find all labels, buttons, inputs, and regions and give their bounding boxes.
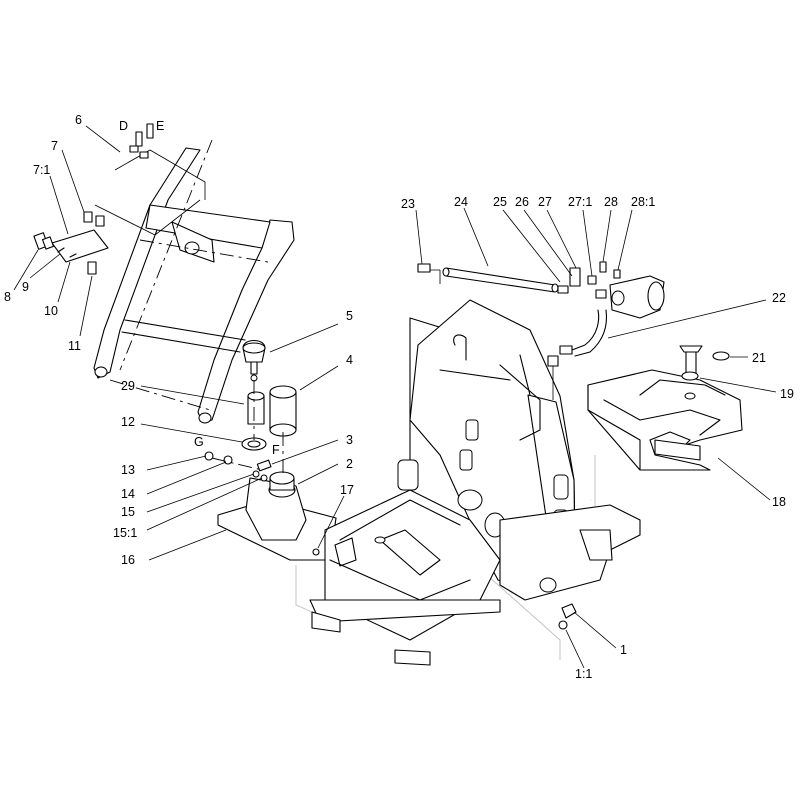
callout-27: 27 — [538, 195, 552, 209]
callout-17: 17 — [340, 483, 354, 497]
callout-10: 10 — [44, 304, 58, 318]
callout-7-1: 7:1 — [33, 163, 50, 177]
callout-25: 25 — [493, 195, 507, 209]
callout-23: 23 — [401, 197, 415, 211]
callout-labels: 6 7 7:1 8 9 10 11 5 4 29 12 13 14 15 15:… — [4, 113, 794, 681]
callout-5: 5 — [346, 309, 353, 323]
callout-16: 16 — [121, 553, 135, 567]
callout-14: 14 — [121, 487, 135, 501]
port-label-e: E — [156, 119, 164, 133]
callout-19: 19 — [780, 387, 794, 401]
port-labels: D E G F — [119, 119, 280, 457]
callout-26: 26 — [515, 195, 529, 209]
lift-arm — [93, 139, 295, 424]
port-label-g: G — [194, 435, 204, 449]
callout-7: 7 — [51, 139, 58, 153]
leader-lines — [13, 125, 777, 669]
callout-27-1: 27:1 — [568, 195, 592, 209]
callout-1-1: 1:1 — [575, 667, 592, 681]
port-label-d: D — [119, 119, 128, 133]
callout-1: 1 — [620, 643, 627, 657]
valve-assembly — [33, 123, 206, 275]
callout-22: 22 — [772, 291, 786, 305]
callout-2: 2 — [346, 457, 353, 471]
callout-12: 12 — [121, 415, 135, 429]
callout-3: 3 — [346, 433, 353, 447]
hardware-item-1 — [558, 603, 577, 630]
reservoir-assembly — [204, 339, 337, 561]
main-frame — [309, 299, 641, 666]
callout-15-1: 15:1 — [113, 526, 137, 540]
callout-21: 21 — [752, 351, 766, 365]
callout-24: 24 — [454, 195, 468, 209]
callout-13: 13 — [121, 463, 135, 477]
callout-15: 15 — [121, 505, 135, 519]
callout-18: 18 — [772, 495, 786, 509]
callout-28: 28 — [604, 195, 618, 209]
callout-11: 11 — [68, 339, 81, 353]
callout-6: 6 — [75, 113, 82, 127]
callout-8: 8 — [4, 290, 11, 304]
tank-assembly — [587, 345, 743, 471]
callout-29: 29 — [121, 379, 135, 393]
port-label-f: F — [272, 443, 280, 457]
callout-4: 4 — [346, 353, 353, 367]
hose-assembly — [417, 261, 665, 400]
callout-9: 9 — [22, 280, 29, 294]
callout-28-1: 28:1 — [631, 195, 655, 209]
